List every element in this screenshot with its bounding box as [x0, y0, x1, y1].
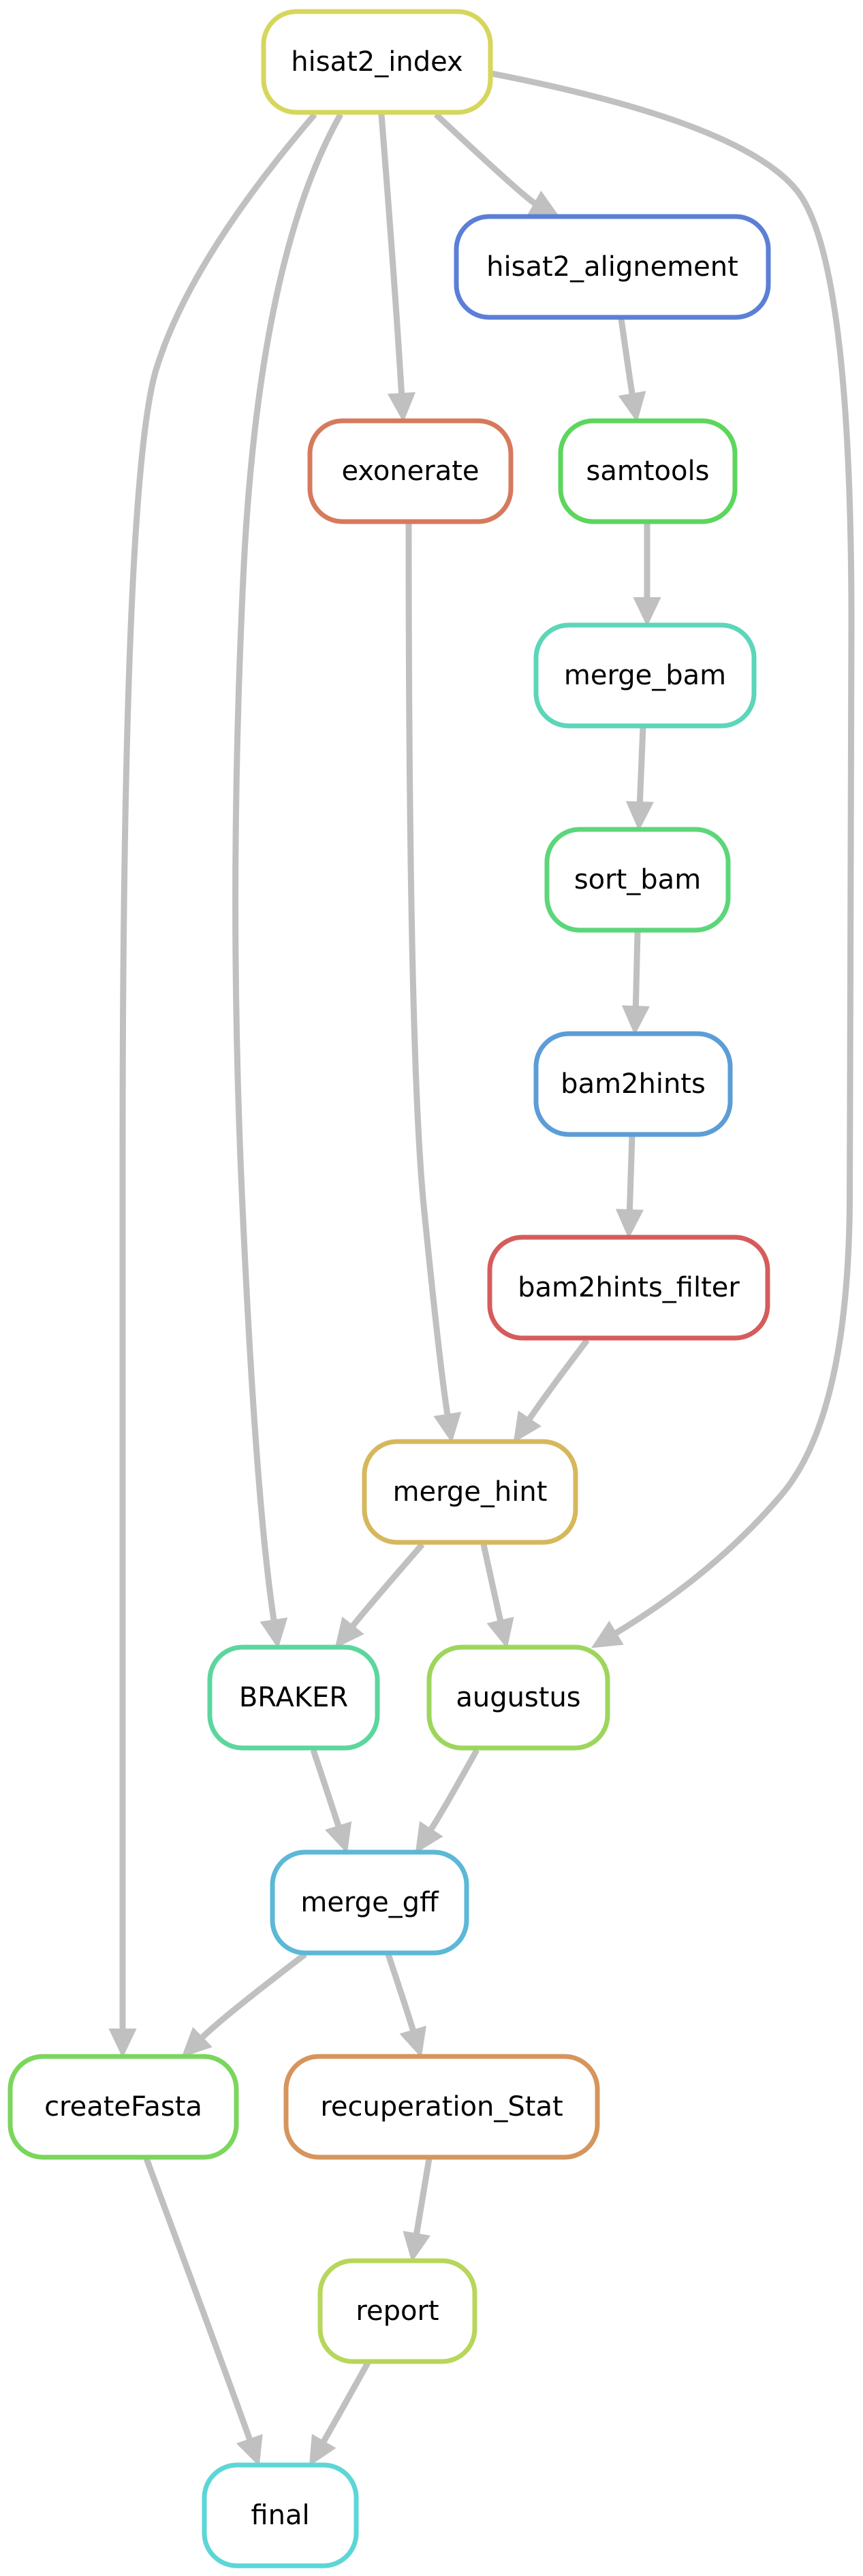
node-box-bam2hints_filter [487, 1235, 770, 1341]
edge-merge_hint-to-augustus [480, 1544, 504, 1622]
arrowhead-recuperation_Stat-to-report [403, 2231, 431, 2263]
node-bam2hints_filter[interactable]: bam2hints_filter [487, 1235, 770, 1341]
node-box-bam2hints [533, 1031, 733, 1137]
node-box-augustus [426, 1644, 610, 1751]
arrowhead-hisat2_index-to-createFasta [108, 2029, 137, 2058]
edge-BRAKER-to-merge_gff [310, 1749, 342, 1828]
edge-bam2hints_filter-to-merge_hint [527, 1338, 590, 1421]
node-hisat2_alignement[interactable]: hisat2_alignement [454, 214, 771, 320]
node-augustus[interactable]: augustus [426, 1644, 610, 1751]
arrowhead-exonerate-to-merge_hint [433, 1412, 462, 1444]
arrowhead-merge_hint-to-BRAKER [334, 1617, 364, 1649]
edge-hisat2_index-to-exonerate [378, 114, 405, 394]
edges-layer [108, 70, 855, 2467]
node-box-merge_bam [533, 622, 757, 729]
edge-merge_gff-to-recuperation_Stat [385, 1953, 416, 2031]
edge-merge_bam-to-sort_bam [636, 727, 646, 803]
node-label-augustus: augustus [456, 1682, 580, 1713]
arrowhead-samtools-to-merge_bam [633, 597, 661, 627]
node-box-report [317, 2258, 477, 2364]
arrowhead-merge_hint-to-augustus [486, 1617, 514, 1649]
node-label-hisat2_alignement: hisat2_alignement [486, 251, 738, 283]
node-label-recuperation_Stat: recuperation_Stat [320, 2091, 563, 2122]
arrowhead-hisat2_index-to-exonerate [387, 392, 416, 423]
node-box-recuperation_Stat [283, 2054, 600, 2160]
node-recuperation_Stat[interactable]: recuperation_Stat [283, 2054, 600, 2160]
node-merge_gff[interactable]: merge_gff [270, 1849, 469, 1956]
edge-bam2hints-to-bam2hints_filter [626, 1135, 636, 1211]
arrowhead-sort_bam-to-bam2hints [621, 1005, 650, 1036]
node-label-bam2hints: bam2hints [561, 1068, 706, 1100]
node-label-merge_bam: merge_bam [564, 660, 726, 691]
arrowhead-augustus-to-merge_gff [415, 1821, 443, 1854]
edge-exonerate-to-merge_hint [405, 522, 451, 1416]
node-box-merge_hint [362, 1439, 578, 1545]
node-label-merge_gff: merge_gff [300, 1887, 439, 1918]
node-samtools[interactable]: samtools [558, 418, 738, 524]
node-box-merge_gff [270, 1849, 469, 1956]
edge-hisat2_index-to-hisat2_alignement [433, 112, 537, 206]
node-box-hisat2_index [261, 9, 493, 115]
arrowhead-bam2hints_filter-to-merge_hint [513, 1410, 542, 1443]
node-box-sort_bam [544, 827, 731, 933]
node-BRAKER[interactable]: BRAKER [207, 1644, 380, 1751]
node-label-samtools: samtools [586, 456, 710, 487]
edge-hisat2_index-to-augustus [491, 70, 855, 1636]
arrowhead-bam2hints-to-bam2hints_filter [615, 1209, 644, 1239]
arrowhead-hisat2_alignement-to-samtools [618, 391, 646, 423]
node-final[interactable]: final [202, 2462, 359, 2569]
edge-sort_bam-to-bam2hints [632, 931, 641, 1007]
node-merge_hint[interactable]: merge_hint [362, 1439, 578, 1545]
edge-hisat2_index-to-createFasta [119, 112, 317, 2029]
node-box-final [202, 2462, 359, 2569]
node-exonerate[interactable]: exonerate [307, 418, 514, 524]
arrowhead-merge_gff-to-createFasta [181, 2026, 213, 2058]
node-label-createFasta: createFasta [44, 2091, 202, 2122]
arrowhead-BRAKER-to-merge_gff [325, 1821, 352, 1854]
node-label-report: report [356, 2295, 439, 2327]
node-label-sort_bam: sort_bam [574, 864, 701, 895]
node-sort_bam[interactable]: sort_bam [544, 827, 731, 933]
node-box-samtools [558, 418, 738, 524]
node-box-hisat2_alignement [454, 214, 771, 320]
arrowhead-hisat2_index-to-BRAKER [260, 1617, 288, 1649]
node-box-BRAKER [207, 1644, 380, 1751]
edge-report-to-final [321, 2361, 371, 2443]
edge-createFasta-to-final [143, 2157, 253, 2440]
arrowhead-merge_gff-to-recuperation_Stat [399, 2025, 426, 2058]
edge-merge_gff-to-createFasta [200, 1952, 307, 2040]
node-label-BRAKER: BRAKER [239, 1682, 348, 1713]
node-label-final: final [251, 2500, 309, 2531]
arrowhead-merge_bam-to-sort_bam [625, 801, 654, 831]
node-merge_bam[interactable]: merge_bam [533, 622, 757, 729]
edge-recuperation_Stat-to-report [413, 2158, 433, 2235]
arrowhead-hisat2_index-to-augustus [591, 1621, 624, 1649]
node-label-bam2hints_filter: bam2hints_filter [518, 1272, 740, 1303]
nodes-layer: hisat2_index hisat2_alignement exonerate sa… [7, 9, 771, 2569]
edge-merge_hint-to-BRAKER [350, 1542, 425, 1628]
node-createFasta[interactable]: createFasta [7, 2054, 239, 2160]
edge-hisat2_alignement-to-samtools [618, 318, 636, 395]
node-hisat2_index[interactable]: hisat2_index [261, 9, 493, 115]
edge-hisat2_index-to-BRAKER [232, 112, 343, 1621]
node-box-exonerate [307, 418, 514, 524]
node-label-hisat2_index: hisat2_index [291, 46, 462, 78]
node-box-createFasta [7, 2054, 239, 2160]
edge-augustus-to-merge_gff [428, 1748, 480, 1831]
arrowhead-createFasta-to-final [236, 2434, 263, 2467]
node-label-merge_hint: merge_hint [393, 1476, 548, 1508]
node-bam2hints[interactable]: bam2hints [533, 1031, 733, 1137]
node-label-exonerate: exonerate [341, 456, 479, 487]
arrowhead-report-to-final [309, 2434, 336, 2467]
node-report[interactable]: report [317, 2258, 477, 2364]
